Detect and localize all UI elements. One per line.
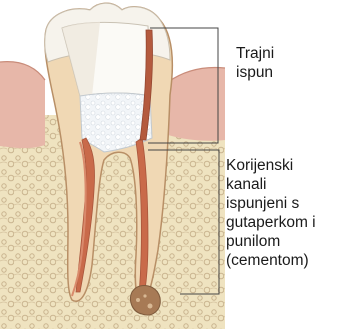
label-line: Korijenski (226, 156, 316, 175)
lesion-speck (143, 294, 146, 297)
label-line: gutaperkom i (226, 213, 316, 232)
lesion-speck (148, 304, 153, 309)
gum-tissue (0, 62, 45, 149)
label-root-canals: Korijenski kanali ispunjeni s gutaperkom… (226, 156, 316, 270)
gum-tissue-right (168, 68, 225, 141)
label-line: punilom (226, 232, 316, 251)
lesion-speck (136, 298, 140, 302)
label-line: ispunjeni s (226, 194, 316, 213)
periapical-lesion (130, 286, 160, 316)
label-line: ispun (236, 63, 274, 82)
label-line: kanali (226, 175, 316, 194)
label-line: Trajni (236, 44, 274, 63)
label-line: (cementom) (226, 251, 316, 270)
label-permanent-filling: Trajni ispun (236, 44, 274, 82)
